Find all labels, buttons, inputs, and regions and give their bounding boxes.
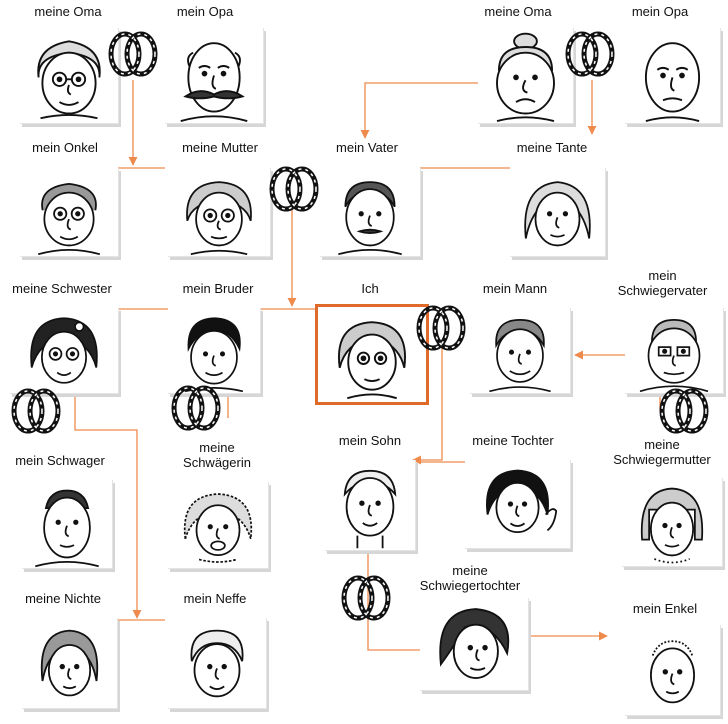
portrait-schwiegervater [625, 308, 724, 394]
label-schwaegerin: meine Schwägerin [183, 440, 251, 470]
label-tochter: meine Tochter [472, 433, 554, 448]
label-schwiegervater: mein Schwiegervater [617, 268, 708, 298]
label-opa-paternal: mein Opa [176, 4, 234, 19]
face-sketch-icon [640, 487, 704, 564]
portrait-enkel [625, 625, 721, 716]
portrait-ich [315, 304, 429, 405]
label-schwester: meine Schwester [12, 281, 112, 296]
label-schwiegertochter: meine Schwiegertochter [419, 563, 521, 593]
label-schwager: mein Schwager [15, 453, 105, 468]
wedding-rings-icon [266, 163, 322, 215]
label-enkel: mein Enkel [632, 601, 698, 616]
wedding-rings-icon [413, 302, 469, 354]
portrait-schwager [22, 480, 113, 569]
face-sketch-icon [489, 319, 551, 393]
portrait-oma-maternal [478, 28, 574, 124]
portrait-tante [510, 168, 606, 257]
wedding-rings-icon [8, 385, 64, 437]
face-sketch-icon [184, 317, 244, 393]
face-sketch-icon [35, 489, 99, 568]
label-opa-maternal: mein Opa [631, 4, 689, 19]
face-sketch-icon [183, 493, 253, 563]
label-mann: mein Mann [482, 281, 548, 296]
face-sketch-icon [30, 317, 98, 384]
label-nichte: meine Nichte [25, 591, 101, 606]
portrait-onkel [20, 168, 119, 257]
portrait-sohn [325, 460, 416, 551]
face-sketch-icon [338, 181, 402, 256]
face-sketch-icon [439, 608, 510, 679]
portrait-schwester [10, 308, 119, 394]
face-sketch-icon [37, 182, 101, 256]
label-oma-paternal: meine Oma [34, 4, 102, 19]
wedding-rings-icon [105, 28, 161, 80]
face-sketch-icon [338, 321, 406, 400]
portrait-schwaegerin [168, 482, 269, 569]
face-sketch-icon [524, 181, 591, 247]
face-sketch-icon [486, 469, 558, 534]
portrait-opa-maternal [625, 28, 721, 124]
face-sketch-icon [650, 640, 695, 704]
face-sketch-icon [343, 469, 397, 549]
face-sketch-icon [644, 42, 701, 123]
wedding-rings-icon [656, 385, 712, 437]
label-bruder: mein Bruder [182, 281, 254, 296]
face-sketch-icon [639, 319, 709, 393]
label-vater: mein Vater [336, 140, 398, 155]
portrait-nichte [22, 618, 118, 709]
label-oma-maternal: meine Oma [484, 4, 552, 19]
portrait-opa-paternal [165, 28, 264, 124]
face-sketch-icon [37, 40, 101, 120]
portrait-schwiegermutter [622, 478, 723, 567]
portrait-tochter [465, 460, 571, 549]
portrait-schwiegertochter [420, 598, 529, 691]
wedding-rings-icon [338, 572, 394, 624]
wedding-rings-icon [168, 382, 224, 434]
label-ich: Ich [361, 281, 379, 296]
label-schwiegermutter: meine Schwiegermutter [613, 437, 711, 467]
label-neffe: mein Neffe [183, 591, 247, 606]
portrait-oma-paternal [20, 28, 119, 124]
label-mutter: meine Mutter [182, 140, 258, 155]
label-sohn: mein Sohn [338, 433, 402, 448]
wedding-rings-icon [562, 28, 618, 80]
face-sketch-icon [40, 629, 99, 697]
portrait-vater [320, 168, 421, 257]
face-sketch-icon [496, 32, 555, 123]
face-sketch-icon [180, 42, 248, 123]
face-sketch-icon [190, 629, 244, 698]
portrait-mutter [168, 168, 271, 257]
face-sketch-icon [186, 181, 252, 256]
portrait-mann [470, 308, 571, 394]
label-tante: meine Tante [516, 140, 588, 155]
portrait-neffe [168, 618, 267, 709]
label-onkel: mein Onkel [32, 140, 98, 155]
